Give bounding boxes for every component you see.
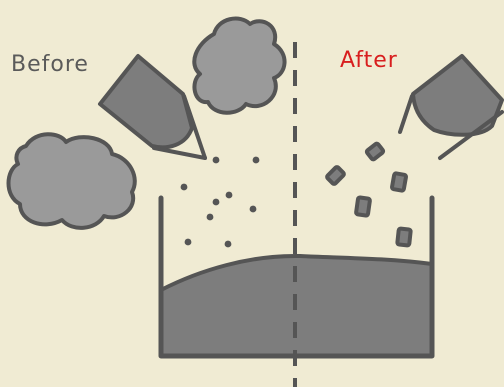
clumped-chunk-icons xyxy=(326,143,410,246)
dust-particle-icon xyxy=(213,199,220,206)
dust-particle-icon xyxy=(207,214,214,221)
before-label: Before xyxy=(11,54,89,76)
clumped-chunk-icon xyxy=(356,197,370,216)
dust-particle-icons xyxy=(181,157,260,248)
clumped-chunk-icon xyxy=(397,228,411,245)
dust-cloud-icon-left xyxy=(9,134,135,228)
dust-particle-icon xyxy=(225,241,232,248)
clumped-chunk-icon xyxy=(392,173,407,191)
dust-particle-icon xyxy=(181,184,188,191)
dust-cloud-icon-top xyxy=(194,19,284,113)
after-label: After xyxy=(340,50,398,72)
dust-particle-icon xyxy=(253,157,260,164)
dust-particle-icon xyxy=(213,157,220,164)
before-bucket-icon xyxy=(100,56,205,158)
dust-particle-icon xyxy=(185,239,192,246)
dust-particle-icon xyxy=(250,206,257,213)
after-bucket-handle xyxy=(400,96,412,132)
clumped-chunk-icon xyxy=(326,166,344,184)
dust-particle-icon xyxy=(226,192,233,199)
before-bucket-handle-lower xyxy=(154,148,205,158)
clumped-chunk-icon xyxy=(366,143,384,160)
after-bucket-icon xyxy=(400,56,502,158)
